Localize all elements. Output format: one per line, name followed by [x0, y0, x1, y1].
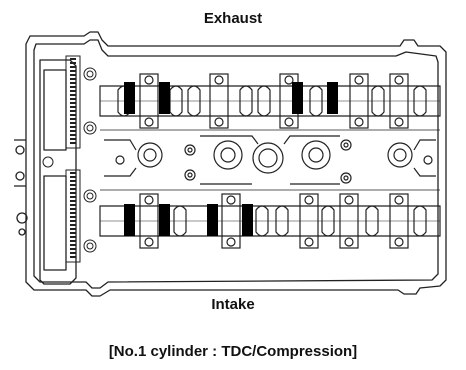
exhaust-camshaft: [99, 85, 441, 117]
intake-mark-4: [242, 204, 253, 236]
caption-label: [No.1 cylinder : TDC/Compression]: [108, 343, 358, 360]
intake-label: Intake: [211, 296, 255, 313]
timing-cover: [39, 59, 77, 285]
intake-sprocket: [65, 169, 81, 263]
plug-bore-4: [301, 140, 331, 170]
intake-mark-2: [159, 204, 170, 236]
exhaust-mark-4: [327, 82, 338, 114]
exhaust-mark-3: [292, 82, 303, 114]
exhaust-sprocket: [65, 55, 81, 149]
exhaust-label: Exhaust: [203, 10, 263, 27]
plug-bore-3: [252, 142, 284, 174]
plug-bore-1: [137, 142, 163, 168]
exhaust-mark-2: [159, 82, 170, 114]
exhaust-mark-1: [124, 82, 135, 114]
head-outline: [25, 31, 447, 297]
plug-bore-2: [213, 140, 243, 170]
plug-bore-5: [387, 142, 413, 168]
head-inner-outline: [33, 39, 439, 289]
intake-mark-1: [124, 204, 135, 236]
intake-mark-3: [207, 204, 218, 236]
